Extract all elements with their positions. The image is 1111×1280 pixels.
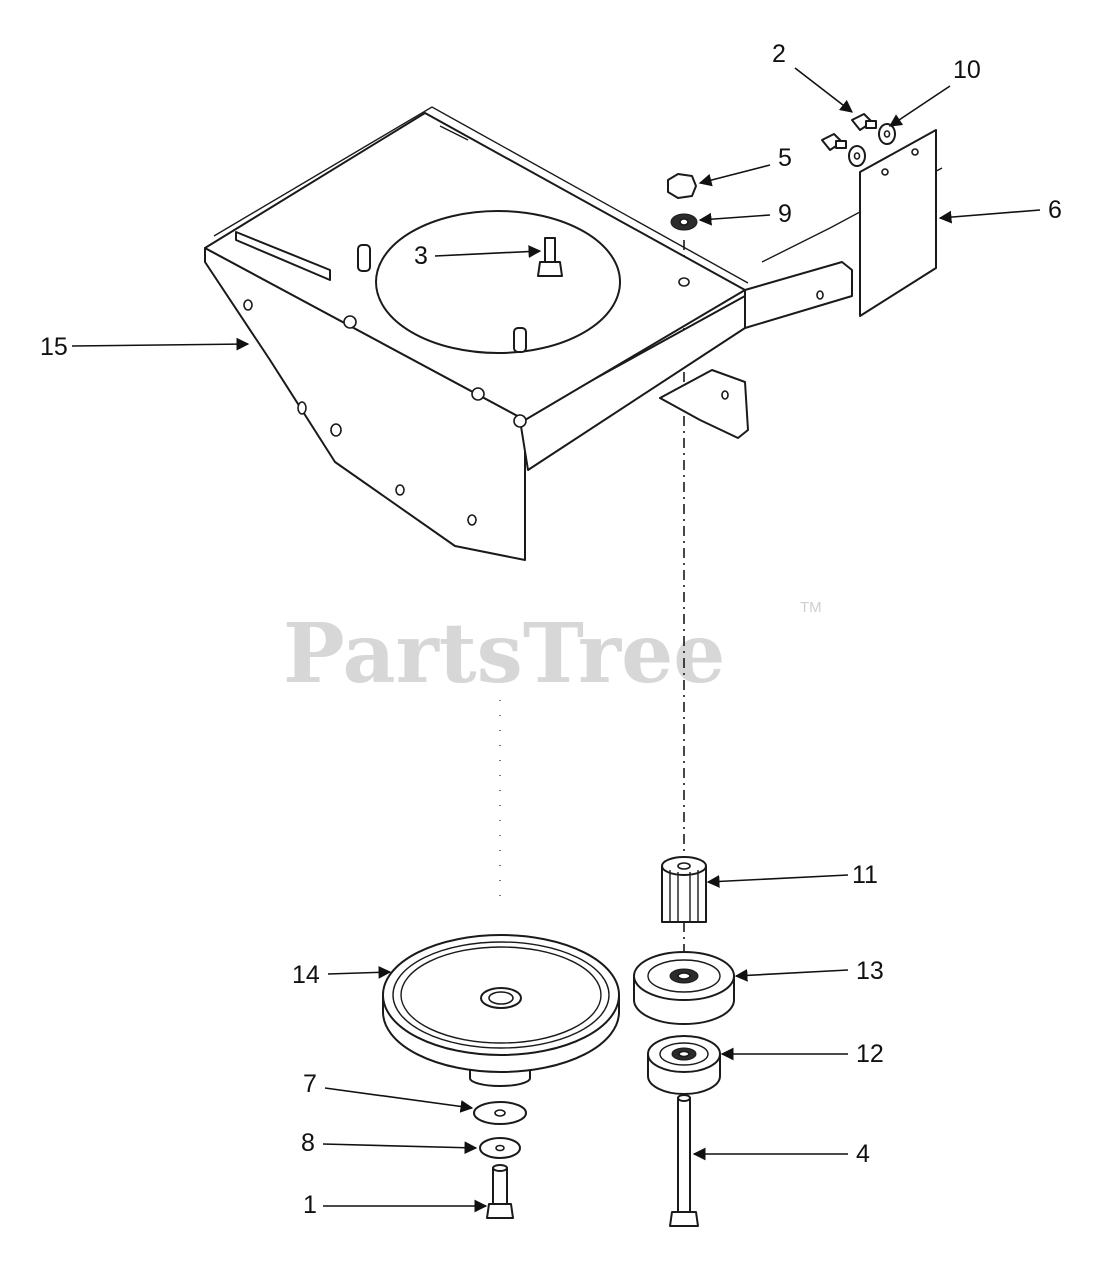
pulley-inner-ring: [400, 946, 602, 1044]
callout-7: 7: [303, 1070, 317, 1098]
bracket-assembly: [204, 106, 943, 561]
mounting-plate: [859, 129, 937, 317]
callout-12: 12: [856, 1040, 884, 1068]
callout-13: 13: [856, 957, 884, 985]
washer-hole: [679, 218, 689, 226]
leader-13: [734, 968, 849, 982]
washer-small: [479, 1137, 521, 1159]
pulley-inner-ring: [647, 959, 721, 993]
plate-hole: [911, 148, 919, 156]
bracket-hole: [816, 290, 824, 300]
trademark-symbol: TM: [800, 599, 822, 616]
locator-pin-left: [357, 244, 371, 272]
callout-11: 11: [852, 861, 878, 889]
screw-shank: [865, 120, 877, 129]
bracket-hole: [297, 401, 307, 415]
leader-11: [706, 874, 849, 888]
callout-10: 10: [953, 56, 981, 84]
leader-2: [794, 67, 854, 113]
idler-pulley-lower: [647, 1035, 721, 1095]
weld-nut: [513, 414, 527, 428]
bolt-end: [492, 1164, 508, 1172]
leader-14: [327, 965, 392, 979]
watermark: PartsTree TM: [283, 599, 822, 702]
spacer-bore: [677, 862, 691, 870]
callout-3: 3: [414, 242, 428, 270]
callout-14: 14: [292, 961, 320, 989]
leader-9: [698, 212, 771, 226]
bracket-hole: [330, 423, 342, 437]
hex-bolt: [486, 1164, 514, 1219]
idler-pulley-upper: [633, 951, 735, 1025]
callout-5: 5: [778, 144, 792, 172]
washer-hole: [853, 152, 861, 160]
bracket-hole: [721, 390, 729, 400]
washer-large: [473, 1101, 527, 1125]
weld-nut: [471, 387, 485, 401]
bracket-hole: [243, 299, 253, 311]
stud-bolt: [537, 237, 563, 277]
stud-shank: [544, 237, 556, 265]
callout-4: 4: [856, 1140, 870, 1168]
washer-hole: [495, 1144, 505, 1152]
hex-nut: [667, 173, 697, 199]
screw-shank: [835, 140, 847, 149]
lock-washer: [848, 123, 896, 167]
leader-3: [434, 245, 542, 258]
leader-7: [324, 1087, 474, 1113]
leader-5: [698, 164, 771, 187]
leader-8: [322, 1141, 478, 1155]
drive-pulley: [382, 934, 620, 1087]
bracket-hole: [467, 514, 477, 526]
leader-6: [938, 209, 1041, 224]
bolt-shank: [677, 1097, 691, 1215]
leader-10: [888, 85, 951, 127]
pulley-inner-ring: [659, 1042, 709, 1066]
bolt-end: [677, 1094, 691, 1102]
bracket-top-slot: [439, 125, 469, 141]
callout-9: 9: [778, 200, 792, 228]
pulley-bore: [678, 1050, 690, 1058]
washer-hole: [883, 130, 891, 138]
callout-1: 1: [303, 1191, 317, 1219]
plate-hole: [881, 168, 889, 176]
callout-8: 8: [301, 1129, 315, 1157]
bracket-top-rail: [213, 106, 749, 284]
leader-15: [71, 337, 250, 351]
bracket-hole: [678, 277, 690, 287]
hex-screw: [821, 113, 877, 151]
bracket-arm: [744, 261, 853, 329]
pulley-bore: [488, 991, 514, 1005]
pulley-bore: [677, 972, 691, 980]
bracket-rear-ear: [659, 369, 749, 439]
bracket-slot: [235, 231, 331, 281]
callout-labels: 1 2 3 4 5 6 7 8 9 10 11 12 13 14 15: [40, 40, 1062, 1219]
spline-spacer: [661, 856, 707, 923]
washer-hole: [494, 1109, 506, 1117]
leader-lines: [71, 67, 1041, 1213]
bolt-hex-head: [486, 1203, 514, 1219]
pulley-groove: [392, 941, 610, 1049]
bracket-opening: [375, 210, 621, 354]
callout-15: 15: [40, 333, 68, 361]
callout-6: 6: [1048, 196, 1062, 224]
bolt-shank: [492, 1167, 508, 1207]
watermark-text: PartsTree: [283, 606, 725, 702]
stud-hex: [537, 261, 563, 277]
spacer-splines: [669, 870, 699, 922]
bracket-hole: [395, 484, 405, 496]
bolt-hex-head: [669, 1211, 699, 1227]
callout-2: 2: [772, 40, 786, 68]
shoulder-bolt: [669, 1094, 699, 1227]
weld-nut: [343, 315, 357, 329]
locator-pin-front: [513, 327, 527, 353]
